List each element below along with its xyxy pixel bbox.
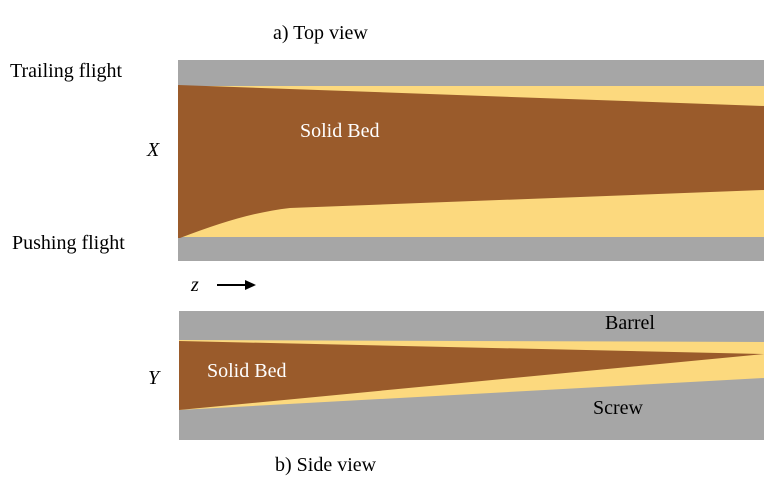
side-view-solid-bed bbox=[179, 341, 764, 410]
top-view-solid-bed-label: Solid Bed bbox=[300, 120, 379, 142]
y-axis-label: Y bbox=[148, 367, 161, 389]
top-view-caption: a) Top view bbox=[273, 22, 368, 44]
top-view-panel bbox=[178, 60, 764, 261]
side-view-caption: b) Side view bbox=[275, 454, 377, 476]
side-view-panel bbox=[179, 311, 764, 440]
top-view-trailing-flight bbox=[178, 60, 764, 86]
trailing-flight-label: Trailing flight bbox=[10, 60, 122, 82]
side-view-solid-bed-label: Solid Bed bbox=[207, 360, 286, 382]
pushing-flight-label: Pushing flight bbox=[12, 232, 125, 254]
z-direction-label: z bbox=[190, 274, 199, 296]
top-view-solid-bed bbox=[178, 85, 764, 238]
x-axis-label: X bbox=[146, 139, 160, 161]
top-view-pushing-flight bbox=[178, 237, 764, 261]
direction-arrow-icon bbox=[217, 280, 256, 290]
barrel-label: Barrel bbox=[605, 312, 655, 334]
screw-label: Screw bbox=[593, 397, 644, 419]
